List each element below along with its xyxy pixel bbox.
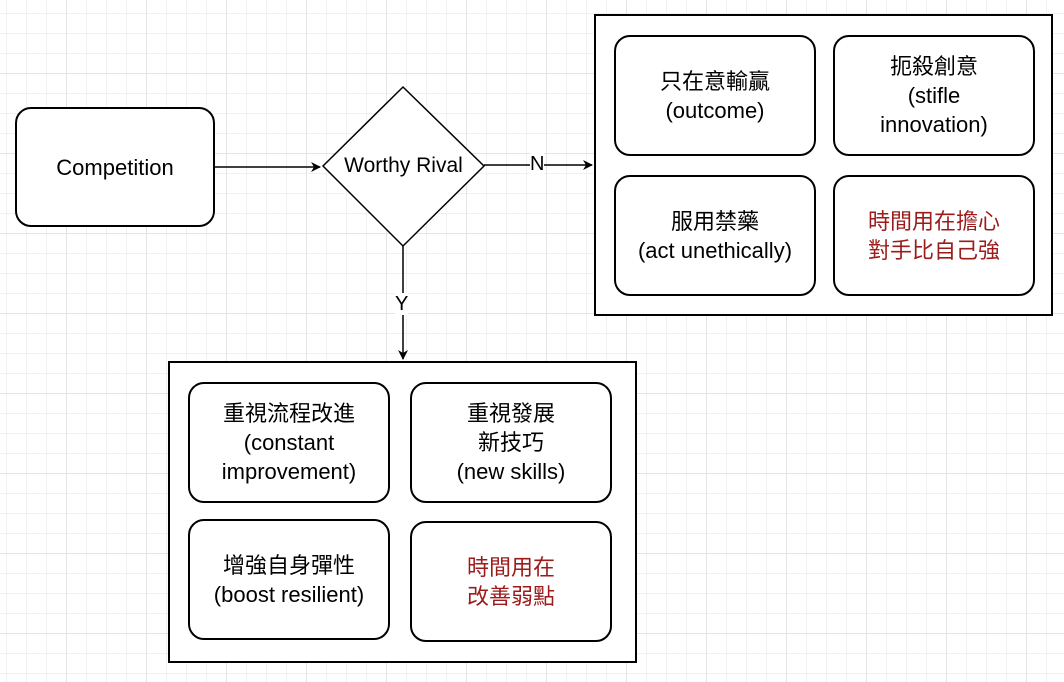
yes-item-resilient-line-2: (boost resilient) xyxy=(213,581,365,607)
yes-item-boost-resilient[interactable]: 增強自身彈性 (boost resilient) xyxy=(188,519,390,640)
competition-label: Competition xyxy=(56,154,174,180)
no-item-unethical-line-2: (act unethically) xyxy=(637,237,793,263)
yes-item-skills-line-3: (new skills) xyxy=(456,459,566,484)
yes-item-improve-weakness[interactable]: 時間用在 改善弱點 xyxy=(410,521,612,642)
no-item-stifle-innovation[interactable]: 扼殺創意 (stifle innovation) xyxy=(833,35,1035,156)
yes-item-new-skills[interactable]: 重視發展 新技巧 (new skills) xyxy=(410,382,612,503)
no-item-outcome-line-1: 只在意輸贏 xyxy=(659,68,770,94)
no-item-worry-line-2: 對手比自己強 xyxy=(867,237,1000,263)
yes-item-constant-improvement[interactable]: 重視流程改進 (constant improvement) xyxy=(188,382,390,503)
no-item-stifle-line-1: 扼殺創意 xyxy=(889,54,978,79)
edge-label-no: N xyxy=(530,153,545,175)
yes-item-improvement-line-1: 重視流程改進 xyxy=(222,401,355,426)
no-item-outcome-line-2: (outcome) xyxy=(665,97,765,123)
no-item-worry-line-1: 時間用在擔心 xyxy=(867,208,1000,234)
yes-item-weakness-line-1: 時間用在 xyxy=(466,554,555,580)
decision-diamond[interactable] xyxy=(321,85,486,248)
competition-node[interactable]: Competition xyxy=(15,107,215,227)
no-item-unethical-line-1: 服用禁藥 xyxy=(670,208,759,234)
yes-item-improvement-line-3: improvement) xyxy=(221,459,357,484)
no-item-outcome[interactable]: 只在意輸贏 (outcome) xyxy=(614,35,816,156)
yes-item-skills-line-2: 新技巧 xyxy=(477,430,544,455)
edge-label-yes: Y xyxy=(395,293,409,315)
no-item-worry-rival[interactable]: 時間用在擔心 對手比自己強 xyxy=(833,175,1035,296)
no-item-stifle-line-3: innovation) xyxy=(880,112,988,137)
decision-label: Worthy Rival xyxy=(344,154,463,177)
yes-item-skills-line-1: 重視發展 xyxy=(466,401,555,426)
no-item-act-unethically[interactable]: 服用禁藥 (act unethically) xyxy=(614,175,816,296)
yes-item-weakness-line-2: 改善弱點 xyxy=(466,583,555,609)
yes-item-improvement-line-2: (constant xyxy=(243,430,335,455)
no-item-stifle-line-2: (stifle xyxy=(907,83,961,108)
yes-item-resilient-line-1: 增強自身彈性 xyxy=(222,552,355,578)
